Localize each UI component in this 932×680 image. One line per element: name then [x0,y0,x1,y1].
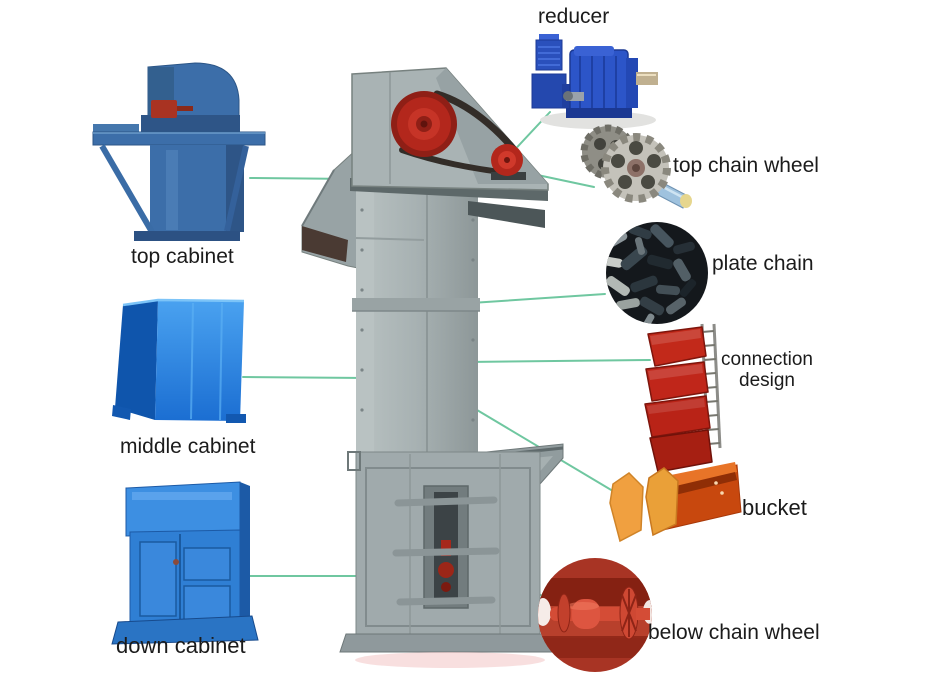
label-top-cabinet: top cabinet [131,245,234,268]
platform-bracket [468,201,545,228]
drive-wheel [491,144,526,180]
label-connection-design: connection design [714,349,820,391]
top-cabinet-illustration [92,62,266,241]
line-middle-cabinet [242,376,369,379]
internal-fins [392,496,500,606]
elevator-column [356,170,478,470]
label-connection-design-line2: design [739,370,795,391]
head-pulley [391,91,457,157]
line-connection-design [466,359,651,363]
bucket-elevator-machine [301,67,564,668]
bucket-end-plate [609,472,644,543]
label-down-cabinet: down cabinet [116,633,246,658]
boot-base [339,633,557,653]
cabinet-motor [151,100,177,118]
label-top-chain-wheel: top chain wheel [673,154,819,177]
label-bucket: bucket [742,495,807,520]
bucket-end-plate [645,467,679,537]
middle-cabinet-illustration [112,298,246,423]
label-connection-design-line1: connection [721,349,813,370]
reducer-illustration [531,34,658,129]
label-below-chain-wheel: below chain wheel [648,621,820,644]
connection-buckets [644,326,713,473]
bucket-illustration [609,462,742,543]
top-chain-wheel-illustration [580,124,692,209]
down-cabinet-illustration [111,481,259,645]
chute-opening [302,226,348,262]
plate-chain-illustration [606,222,708,324]
label-reducer: reducer [538,5,610,28]
connection-design-illustration [644,323,722,473]
label-middle-cabinet: middle cabinet [120,435,256,458]
line-plate-chain [470,293,606,304]
below-chain-wheel-illustration [538,558,652,672]
label-plate-chain: plate chain [712,252,814,275]
